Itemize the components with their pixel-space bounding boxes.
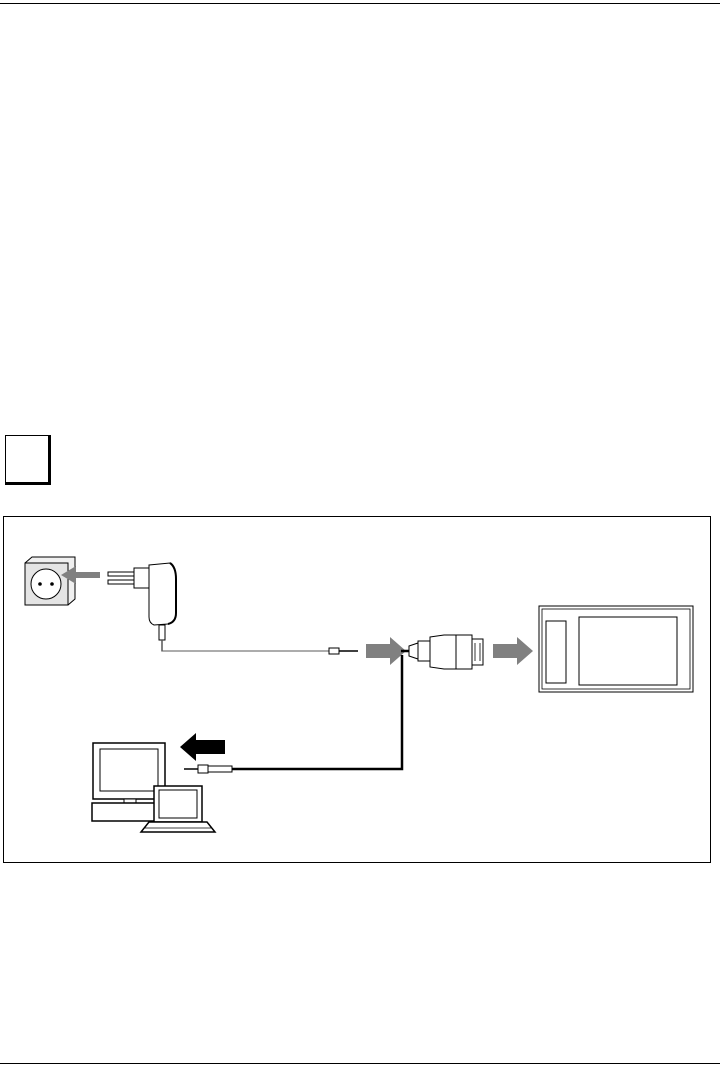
arrow-cable-to-ycable-icon — [366, 637, 406, 665]
arrow-connector-to-device-icon — [493, 637, 533, 665]
power-adapter-icon — [108, 563, 176, 640]
connection-figure — [3, 516, 711, 863]
connection-diagram — [4, 517, 712, 864]
y-cable — [232, 651, 418, 769]
power-cable — [162, 640, 358, 654]
top-rule — [0, 3, 720, 4]
arrow-cable-to-computer-icon — [180, 733, 225, 761]
wall-socket-icon — [25, 557, 75, 605]
note-icon-box — [5, 435, 51, 485]
cradle-connector-icon — [409, 635, 483, 669]
data-cable-plug — [184, 765, 232, 773]
bottom-rule — [0, 1063, 720, 1064]
handheld-device-icon — [539, 606, 693, 692]
